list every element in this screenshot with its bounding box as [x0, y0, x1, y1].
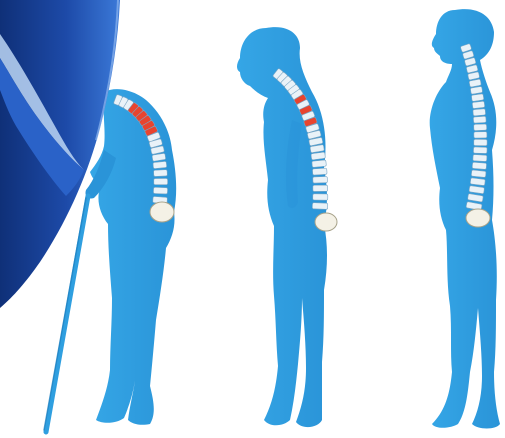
vertebra	[313, 176, 328, 183]
vertebra	[474, 139, 487, 145]
vertebra	[153, 161, 167, 168]
vertebra	[153, 187, 167, 194]
vertebra	[474, 132, 487, 138]
vertebra	[312, 168, 327, 175]
vertebra	[474, 124, 487, 131]
vertebra	[312, 160, 327, 168]
vertebra	[313, 194, 328, 200]
vertebra	[473, 109, 486, 116]
vertebra	[312, 203, 328, 210]
vertebra	[473, 147, 487, 154]
vertebra	[154, 178, 168, 184]
vertebra	[313, 185, 328, 191]
figure-slightly-hunched-pelvis	[315, 213, 337, 231]
vertebra	[154, 170, 168, 177]
vertebra	[472, 101, 485, 109]
vertebra	[473, 116, 486, 123]
vertebra	[470, 178, 485, 186]
figure-stooped-pelvis	[150, 202, 174, 222]
vertebra	[471, 170, 486, 178]
vertebra	[471, 94, 484, 102]
figure-upright-pelvis	[466, 209, 490, 227]
vertebra	[472, 162, 486, 169]
vertebra	[473, 155, 487, 162]
